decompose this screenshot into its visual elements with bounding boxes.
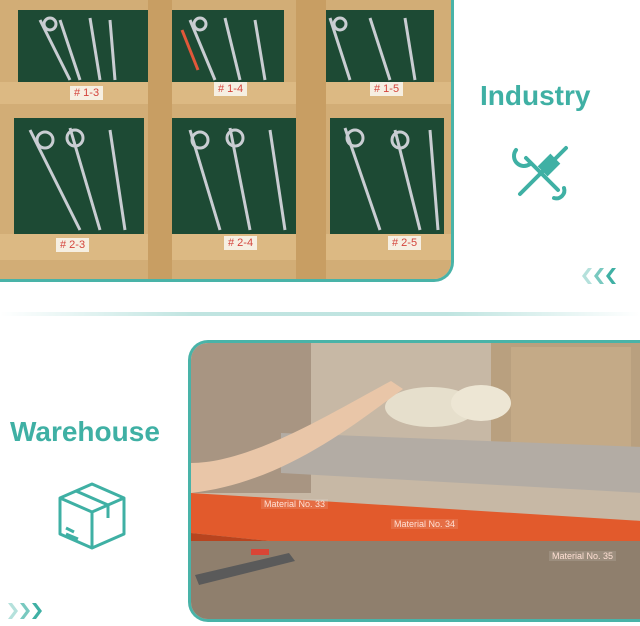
warehouse-photo-illustration — [191, 343, 640, 619]
warehouse-title: Warehouse — [10, 416, 160, 447]
shelf-label-2-3: # 2-3 — [56, 238, 90, 252]
shelf-label-1-3: # 1-3 — [70, 86, 104, 100]
shelf-label-2-4: # 2-4 — [224, 236, 258, 250]
industry-photo: # 1-3 # 1-4 # 1-5 # 2-3 # 2-4 # 2-5 — [0, 0, 454, 282]
box-icon — [58, 482, 126, 550]
industry-title: Industry — [480, 80, 591, 111]
material-label-34: Material No. 34 — [391, 519, 459, 529]
material-label-33: Material No. 33 — [261, 499, 329, 509]
warehouse-photo: Material No. 33 Material No. 34 Material… — [188, 340, 640, 622]
shelf-label-2-5: # 2-5 — [388, 236, 422, 250]
shelf-label-1-4: # 1-4 — [214, 82, 248, 96]
tools-icon — [512, 146, 568, 201]
chevrons-decoration-left — [8, 603, 42, 619]
chevrons-decoration — [582, 268, 616, 284]
shelf-label-1-5: # 1-5 — [370, 82, 404, 96]
material-label-35: Material No. 35 — [549, 551, 617, 561]
section-divider — [0, 312, 640, 316]
